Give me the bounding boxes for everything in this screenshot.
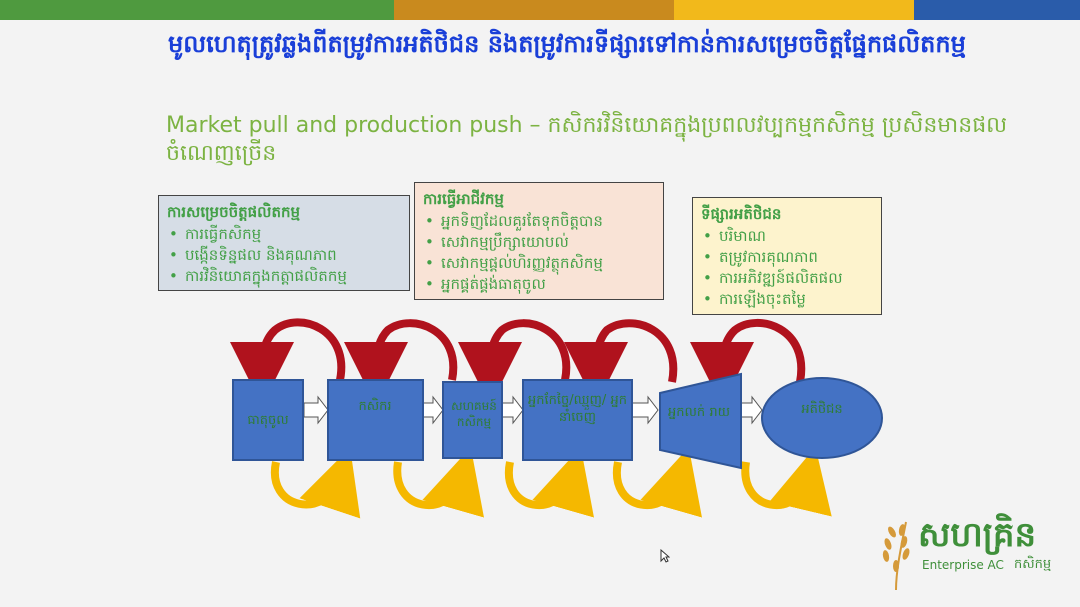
forward-arrow-5 (741, 446, 832, 517)
node-cooperative (442, 381, 503, 459)
production-decision-box: ការសម្រេចចិត្តផលិតកម្ម ការធ្វើកសិកម្ម បង… (158, 195, 410, 291)
top-bar-segment-blue (914, 0, 1080, 20)
node-label-farmer: កសិករ (358, 397, 391, 414)
enterprise-ac-logo: សហគ្រិន Enterprise AC កសិកម្ម (876, 512, 1066, 592)
business-item: អ្នកផ្គត់ផ្គង់ធាតុចូល (423, 274, 655, 295)
production-item: បង្កើនទិន្នផល និងគុណភាព (167, 245, 401, 266)
production-item: ការធ្វើកសិកម្ម (167, 224, 401, 245)
mouse-cursor-icon (660, 549, 670, 563)
node-inputs (232, 379, 304, 461)
connector-arrow (303, 395, 329, 425)
customer-market-box: ទីផ្សារអតិថិជន បរិមាណ តម្រូវការគុណភាព កា… (692, 197, 882, 315)
node-label-processor: អ្នកកែច្នៃ/ឈ្មួញ/ អ្នកនាំចេញ (528, 393, 627, 425)
node-label-inputs: ធាតុចូល (247, 413, 288, 429)
node-retailer (659, 372, 742, 470)
feedback-arrow-1 (230, 318, 346, 406)
business-item: អ្នកទិញដែលគួរតែទុកចិត្តបាន (423, 211, 655, 232)
business-item: សេវាកម្មផ្តល់ហិរញ្ញវត្ថុកសិកម្ម (423, 253, 655, 274)
forward-arrow-4 (612, 447, 702, 518)
top-bar-segment-yellow (674, 0, 914, 20)
production-item: ការវិនិយោគក្នុងកត្តាផលិតកម្ម (167, 266, 401, 287)
customer-item: ការឡើងចុះតម្លៃ (701, 289, 873, 310)
production-box-title: ការសម្រេចចិត្តផលិតកម្ម (167, 203, 301, 221)
feedback-arrow-2 (344, 319, 458, 406)
customer-item: បរិមាណ (701, 226, 873, 247)
logo-brand: សហគ្រិន (918, 515, 1037, 555)
node-label-cooperative: សហគមន៍ កសិកម្ម (451, 399, 497, 429)
business-item: សេវាកម្មប្រឹក្សាយោបល់ (423, 232, 655, 253)
node-label-retailer: អ្នកលក់ រាយ (668, 405, 730, 420)
node-label-customer: អតិថិជន (801, 400, 842, 417)
top-color-bar (0, 0, 1080, 20)
forward-arrow-2 (393, 447, 484, 518)
business-box-title: ការធ្វើអាជីវកម្ម (423, 190, 504, 208)
feedback-arrow-5 (690, 318, 806, 406)
connector-arrow (422, 395, 444, 425)
business-box: ការធ្វើអាជីវកម្ម អ្នកទិញដែលគួរតែទុកចិត្ត… (414, 182, 664, 300)
feedback-arrow-4 (564, 319, 678, 406)
customer-item: ការអភិវឌ្ឍន៍ផលិតផល (701, 268, 873, 289)
logo-sub-kh: កសិកម្ម (1014, 557, 1052, 572)
feedback-arrow-3 (458, 319, 571, 406)
forward-arrow-3 (504, 447, 594, 518)
logo-sub: Enterprise AC (922, 558, 1004, 572)
connector-arrow (631, 395, 659, 425)
connector-arrow (501, 395, 524, 425)
connector-arrow (740, 395, 763, 425)
rice-plant-icon (882, 521, 910, 591)
customer-item: តម្រូវការគុណភាព (701, 247, 873, 268)
node-customer (761, 377, 883, 459)
slide-subtitle: Market pull and production push – កសិករវ… (166, 113, 1008, 166)
node-processor (522, 379, 633, 461)
top-bar-segment-green (0, 0, 394, 20)
top-bar-segment-orange (394, 0, 674, 20)
slide-title: មូលហេតុត្រូវឆ្លងពីតម្រូវការអតិថិជន និងតម… (168, 30, 966, 58)
customer-box-title: ទីផ្សារអតិថិជន (701, 205, 782, 223)
forward-arrow-1 (270, 447, 361, 519)
node-farmer (327, 379, 424, 461)
